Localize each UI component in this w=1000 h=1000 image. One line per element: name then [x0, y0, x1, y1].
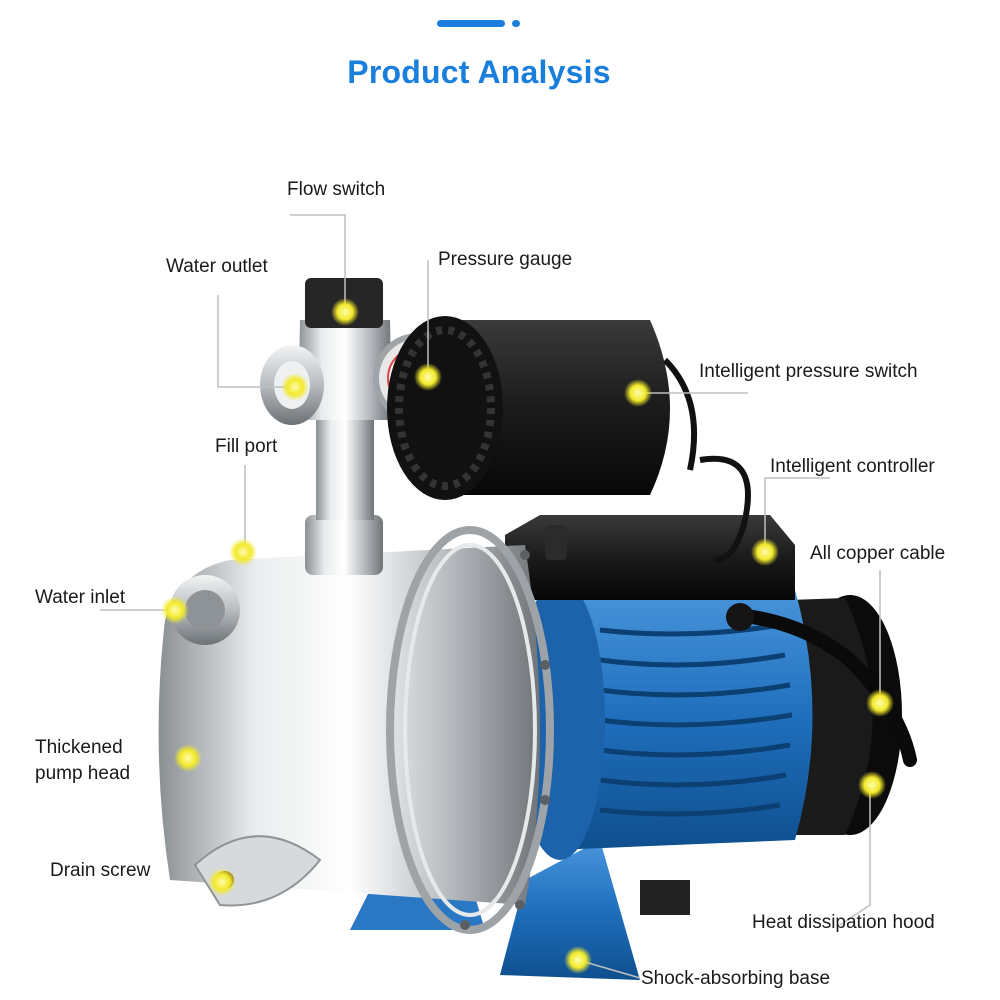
label-drain-screw: Drain screw — [50, 860, 151, 881]
label-heat-dissipation-hood: Heat dissipation hood — [752, 912, 935, 933]
label-flow-switch: Flow switch — [287, 179, 386, 200]
marker-pump-head — [174, 744, 202, 772]
switch-wire — [662, 357, 698, 471]
marker-pressure-switch — [624, 379, 652, 407]
controller-group — [505, 455, 795, 600]
cooling-fins — [599, 622, 793, 817]
marker-fill-port — [229, 538, 257, 566]
pressure-switch-grip — [395, 326, 495, 490]
marker-pressure-gauge — [414, 363, 442, 391]
riser-collar — [305, 515, 383, 575]
highlight-markers — [161, 298, 894, 974]
pump-head-body — [158, 545, 541, 905]
rubber-foot — [640, 880, 690, 915]
marker-drain-screw — [208, 868, 236, 896]
water-inlet-bore — [185, 590, 225, 630]
marker-flow-switch — [331, 298, 359, 326]
pump-flange-ring — [386, 526, 554, 934]
label-water-outlet: Water outlet — [166, 256, 268, 277]
label-all-copper-cable: All copper cable — [810, 543, 946, 564]
cable-gland — [726, 603, 754, 631]
marker-water-outlet — [281, 373, 309, 401]
pressure-switch-group — [387, 316, 698, 500]
pump-head-group — [158, 526, 554, 934]
motor-group — [515, 580, 813, 860]
shock-absorbing-base-shape — [500, 840, 640, 980]
marker-cable — [866, 689, 894, 717]
marker-hood — [858, 771, 886, 799]
pump-flange-inner — [403, 543, 537, 917]
pressure-switch-end — [387, 316, 503, 500]
pressure-switch-body — [440, 320, 670, 495]
flange-bolts — [460, 550, 550, 930]
label-water-inlet: Water inlet — [35, 587, 126, 608]
label-intelligent-pressure-switch: Intelligent pressure switch — [699, 361, 918, 382]
label-pressure-gauge: Pressure gauge — [438, 249, 573, 270]
controller-box — [505, 515, 795, 600]
page-title: Product Analysis — [347, 54, 611, 90]
marker-controller — [751, 538, 779, 566]
label-thickened-pump-head: Thickened pump head — [35, 737, 131, 784]
header-decoration-bar — [437, 20, 505, 27]
controller-wire — [699, 455, 751, 563]
copper-cable — [728, 608, 917, 767]
controller-button — [545, 525, 567, 560]
marker-water-inlet — [161, 596, 189, 624]
label-fill-port: Fill port — [215, 436, 278, 457]
leader-lines — [100, 214, 881, 979]
header-decoration-dot — [512, 20, 520, 27]
label-shock-absorbing-base: Shock-absorbing base — [641, 968, 831, 989]
label-intelligent-controller: Intelligent controller — [770, 456, 935, 477]
marker-base — [564, 946, 592, 974]
